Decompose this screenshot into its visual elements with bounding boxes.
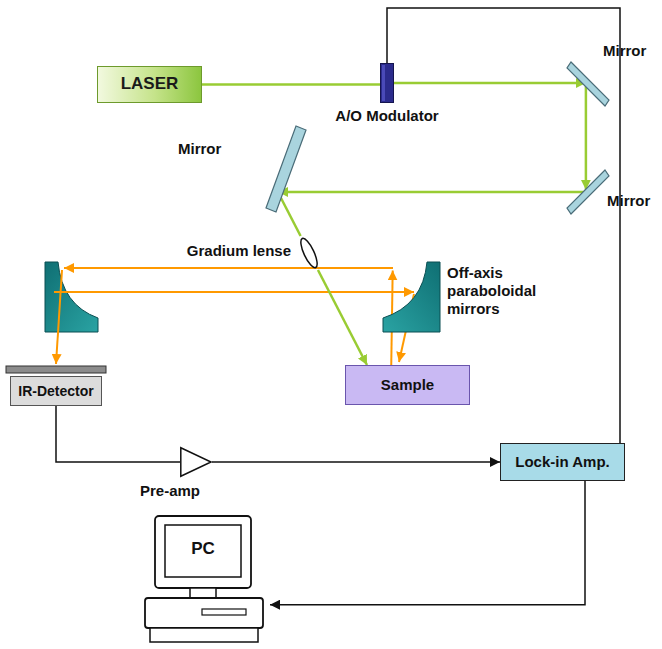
node-label: Gradium lense: [187, 242, 291, 260]
node-label: Mirror: [603, 42, 646, 60]
amplifier-symbol-outline: [180, 447, 212, 477]
paraboloidal-mirror-outline: [383, 262, 440, 332]
ir-ray: [54, 291, 414, 293]
laser-box: LASER: [97, 66, 202, 103]
mirror-outline: [567, 62, 609, 106]
mirror: Mirror: [266, 126, 306, 212]
lockin-box: Lock-in Amp.: [500, 443, 625, 481]
node-label: Mirror: [178, 140, 221, 158]
computer-icon: PC: [140, 515, 270, 645]
node-label: IR-Detector: [18, 383, 93, 400]
node-label: Off-axis paraboloidal mirrors: [447, 264, 559, 318]
mirror: Mirror: [567, 170, 609, 214]
light-beam: [318, 270, 367, 365]
lens-outline: [295, 236, 323, 270]
ir-ray: [56, 270, 62, 364]
mirror-outline: [567, 170, 609, 214]
node-label: PC: [165, 539, 241, 559]
detector-window: [6, 366, 106, 373]
light-beam: [202, 83, 380, 86]
light-beam: [585, 86, 588, 190]
light-beam: [394, 82, 586, 85]
mirror: Mirror: [567, 62, 609, 106]
node-label: LASER: [121, 74, 179, 94]
signal-wire: [270, 481, 585, 605]
computer-icon-outline: [140, 515, 270, 645]
paraboloidal-mirror: Off-axis paraboloidal mirrors: [383, 262, 440, 332]
modulator: A/O Modulator: [380, 63, 394, 103]
paraboloidal-mirror: [45, 262, 98, 332]
light-beam: [278, 191, 584, 194]
node-label: Lock-in Amp.: [515, 453, 609, 471]
detector-box: IR-Detector: [10, 376, 102, 406]
ir-ray: [64, 267, 393, 269]
signal-wire: [212, 461, 500, 463]
node-label: A/O Modulator: [287, 107, 487, 125]
modulator-outline: [380, 63, 394, 103]
sample-box: Sample: [345, 365, 470, 405]
mirror-outline: [266, 126, 306, 212]
node-label: Pre-amp: [140, 482, 200, 500]
signal-wire: [56, 406, 180, 462]
lens: Gradium lense: [295, 236, 323, 270]
node-label: Sample: [381, 376, 434, 394]
node-label: Mirror: [607, 192, 650, 210]
amplifier-symbol: Pre-amp: [180, 447, 212, 477]
